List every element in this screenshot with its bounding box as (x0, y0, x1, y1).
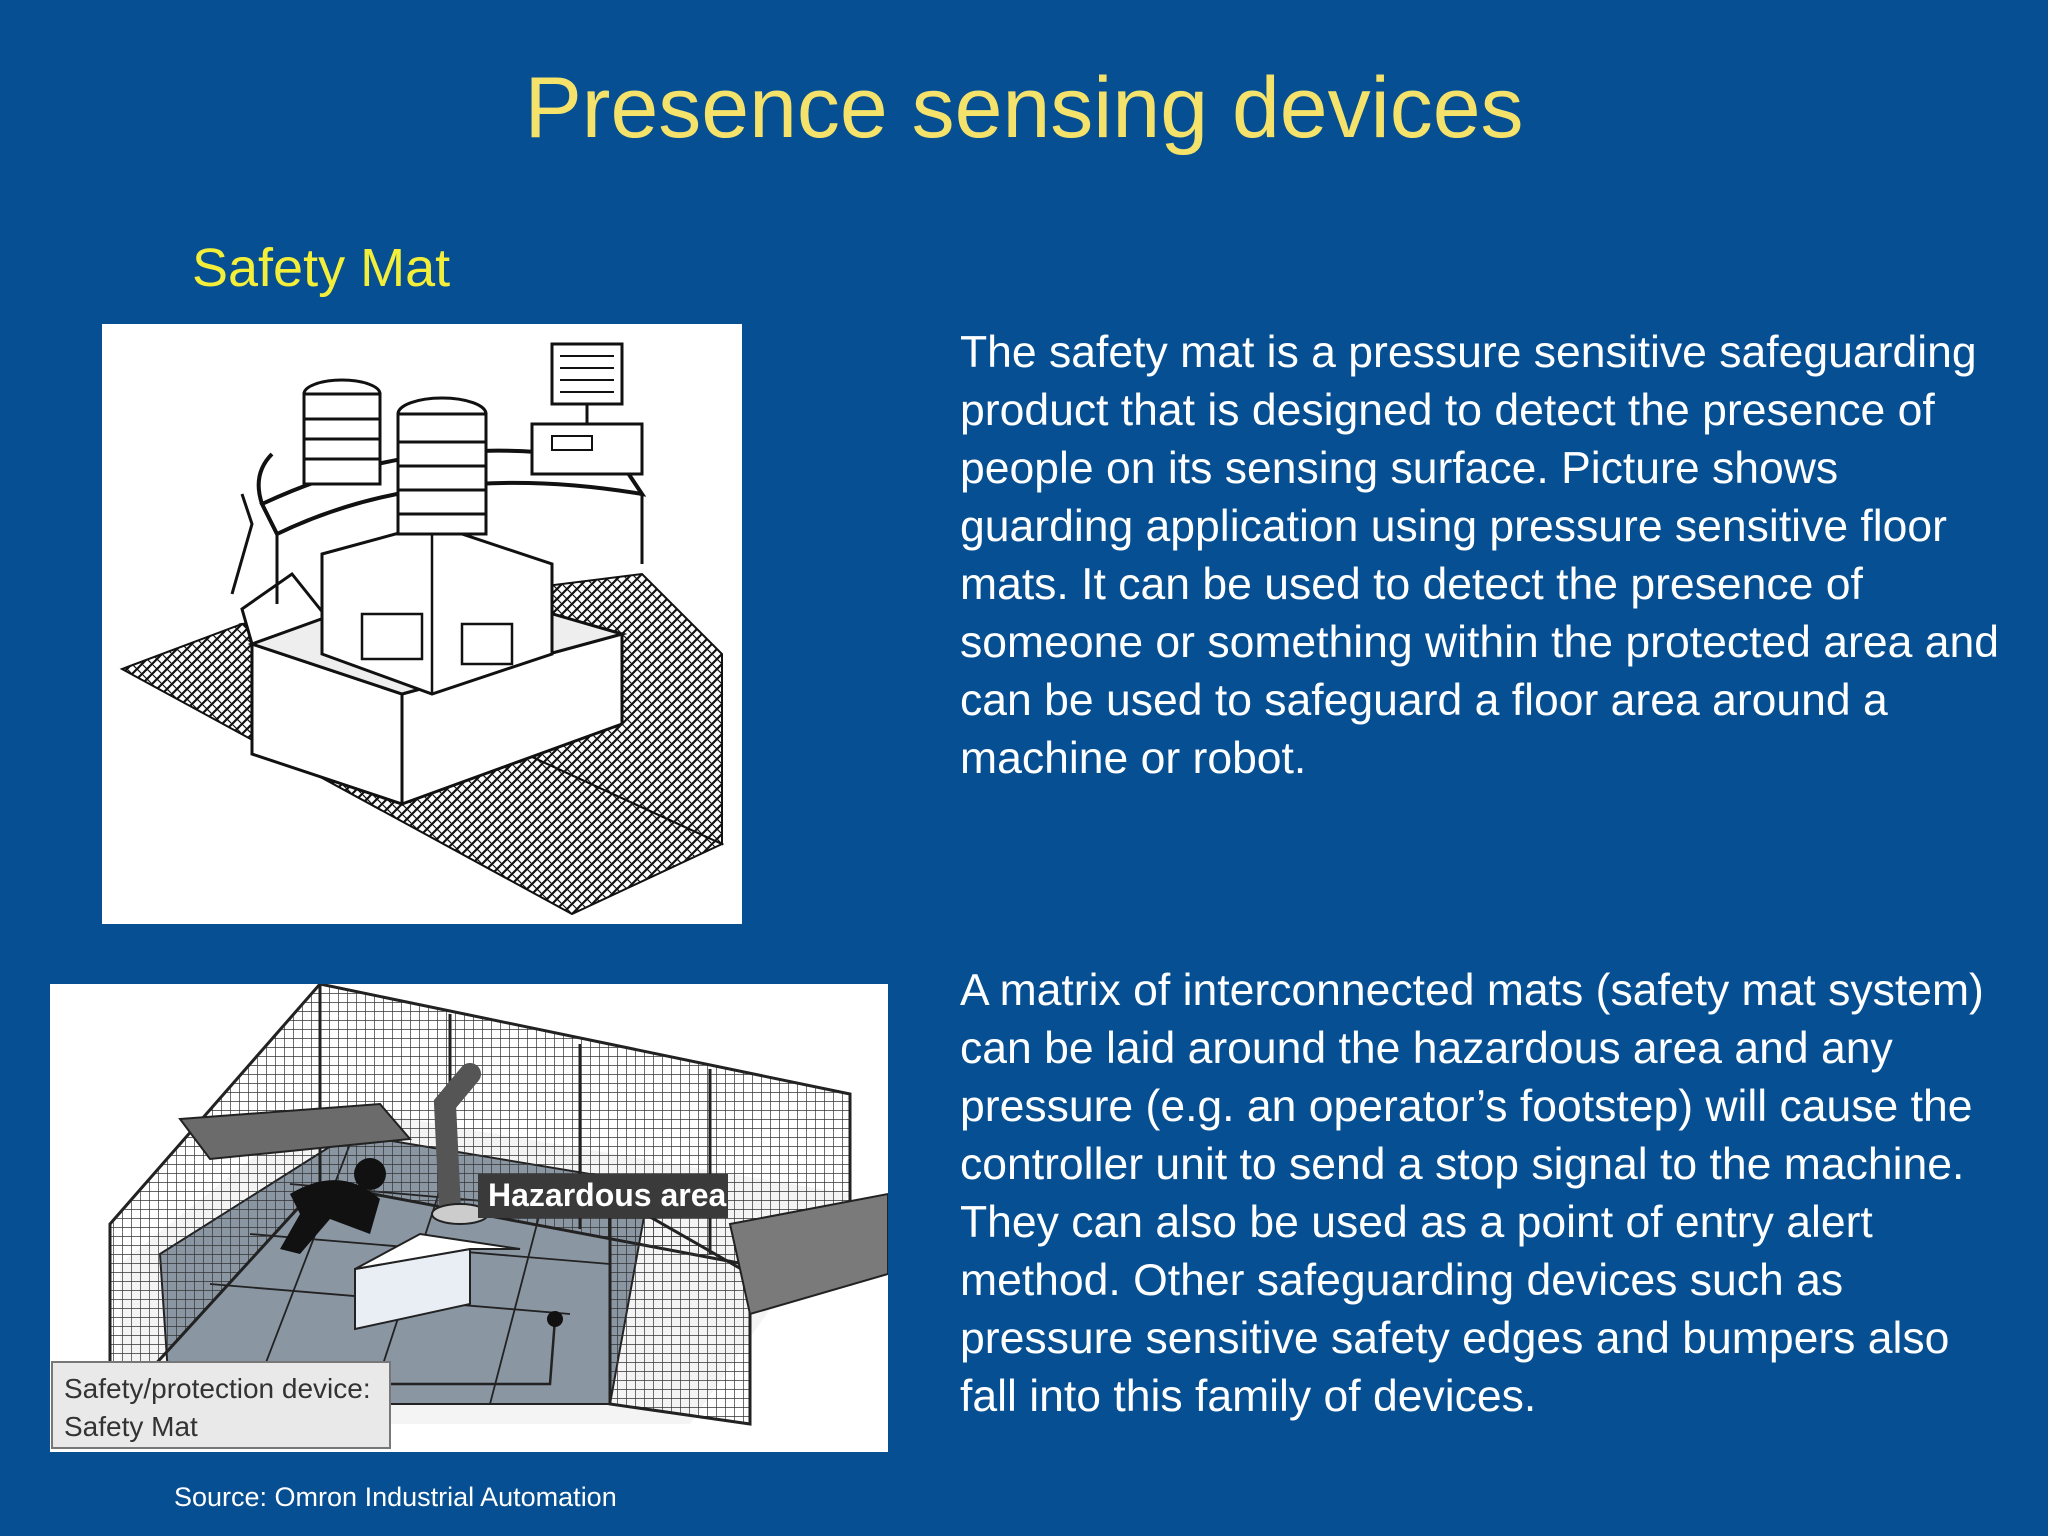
slide-subtitle: Safety Mat (192, 238, 451, 298)
device-label-line1: Safety/protection device: (64, 1373, 371, 1404)
description-paragraph-1: The safety mat is a pressure sensitive s… (960, 328, 1999, 783)
safety-mat-system-illustration: Hazardous area Safety/protection device:… (50, 984, 888, 1452)
description-paragraph-2: A matrix of interconnected mats (safety … (960, 966, 1984, 1421)
device-label-line2: Safety Mat (64, 1411, 198, 1442)
machine-drawing (119, 342, 725, 916)
hazardous-area-label: Hazardous area (488, 1177, 727, 1213)
slide-title: Presence sensing devices (524, 60, 1524, 156)
fenced-cell-drawing: Hazardous area Safety/protection device:… (51, 984, 888, 1449)
machine-on-safety-mat-illustration (102, 324, 742, 924)
source-caption: Source: Omron Industrial Automation (174, 1482, 617, 1512)
